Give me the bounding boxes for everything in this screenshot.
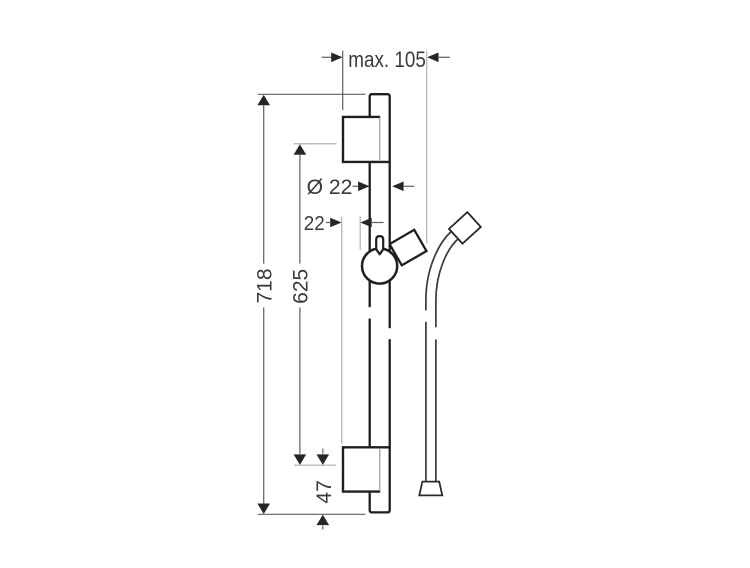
svg-text:47: 47 (313, 480, 336, 503)
svg-text:22: 22 (304, 212, 325, 235)
svg-text:max. 105: max. 105 (348, 47, 426, 72)
svg-text:718: 718 (253, 268, 276, 303)
svg-text:Ø 22: Ø 22 (307, 176, 353, 199)
svg-text:625: 625 (289, 269, 312, 304)
